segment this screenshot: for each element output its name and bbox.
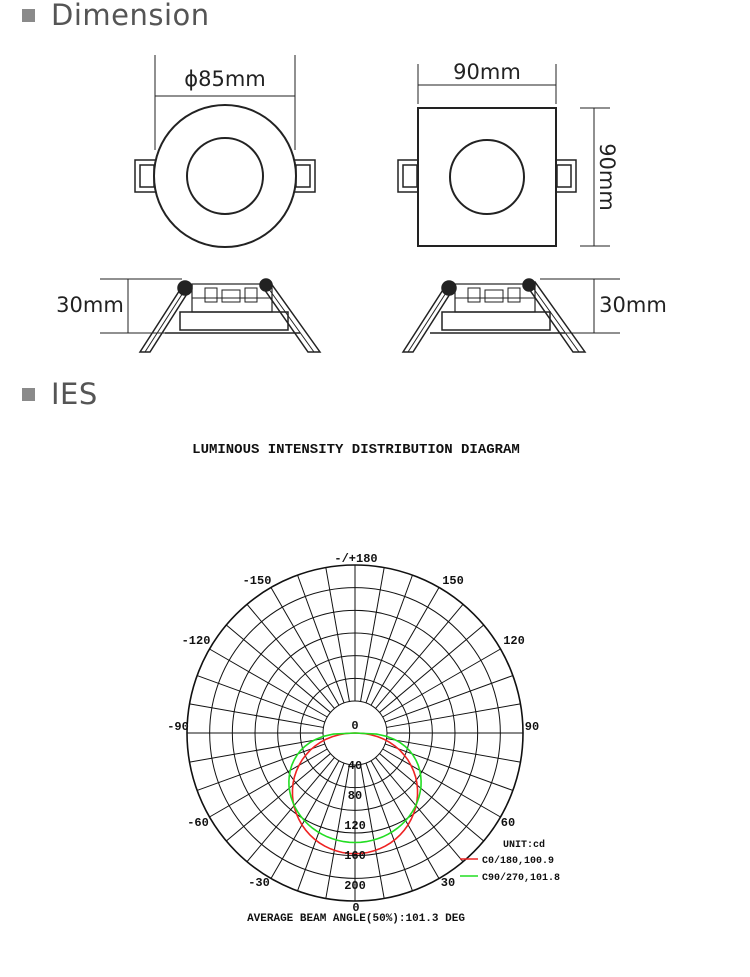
grid-spoke: [382, 748, 501, 818]
grid-spoke: [325, 567, 350, 702]
grid-spoke: [225, 753, 331, 842]
square-top-view: [397, 64, 610, 247]
grid-spoke: [379, 624, 485, 713]
radial-label: 120: [344, 819, 366, 833]
grid-spoke: [209, 648, 328, 718]
grid-spoke: [325, 764, 350, 899]
grid-spoke: [360, 764, 385, 899]
intensity-curve: [291, 732, 419, 855]
grid-spoke: [225, 624, 331, 713]
diagram-title: LUMINOUS INTENSITY DISTRIBUTION DIAGRAM: [192, 442, 520, 458]
polar-grid: [186, 564, 524, 902]
angle-label-90: 90: [525, 720, 539, 734]
radial-label: 0: [351, 719, 358, 733]
grid-spoke: [384, 743, 514, 791]
round-height-label: 30mm: [56, 293, 124, 317]
legend-label-c90: C90/270,101.8: [482, 872, 560, 884]
square-depth-label: 30mm: [599, 293, 667, 317]
grid-spoke: [246, 603, 335, 709]
angle-label-neg120: -120: [182, 634, 211, 648]
dimension-title: Dimension: [51, 0, 210, 32]
grid-spoke: [270, 587, 340, 706]
intensity-curves: [288, 732, 422, 855]
grid-spoke: [384, 675, 514, 723]
grid-spoke: [365, 574, 413, 704]
ies-title: IES: [51, 377, 98, 411]
grid-spoke: [379, 753, 485, 842]
grid-spoke: [365, 762, 413, 892]
angle-label-60: 60: [501, 816, 515, 830]
square-width-label: 90mm: [453, 60, 521, 84]
grid-spoke: [209, 748, 328, 818]
grid-spoke: [375, 603, 464, 709]
dimension-heading: Dimension: [22, 0, 210, 32]
grid-spoke: [386, 703, 521, 728]
angle-label-30: 30: [441, 876, 455, 890]
round-diameter-label: ϕ85mm: [184, 67, 266, 91]
square-height-label: 90mm: [595, 143, 619, 211]
angle-label-0: 0: [352, 901, 359, 915]
radial-label: 40: [348, 759, 362, 773]
legend-label-c0: C0/180,100.9: [482, 855, 554, 867]
grid-spoke: [196, 675, 326, 723]
ies-heading: IES: [22, 377, 98, 411]
radial-label: 160: [344, 849, 366, 863]
grid-spoke: [386, 738, 521, 763]
grid-spoke: [297, 762, 345, 892]
dimension-drawings: ϕ85mm 90mm 90mm 30mm 30mm: [56, 55, 667, 353]
grid-spoke: [297, 574, 345, 704]
angle-label-180: -/+180: [334, 552, 377, 566]
radial-label: 200: [344, 879, 366, 893]
grid-spoke: [370, 760, 440, 879]
angle-label-neg30: -30: [248, 876, 270, 890]
angle-label-150: 150: [442, 574, 464, 588]
grid-spoke: [370, 587, 440, 706]
grid-spoke: [189, 703, 324, 728]
grid-spoke: [360, 567, 385, 702]
round-top-view: [134, 55, 316, 248]
angle-label-neg60: -60: [187, 816, 209, 830]
angle-label-neg150: -150: [243, 574, 272, 588]
square-bullet-icon: [22, 8, 35, 22]
grid-spoke: [375, 757, 464, 863]
radial-labels: 0 40 80 120 160 200: [344, 719, 366, 893]
square-side-view: [401, 278, 620, 353]
grid-spoke: [196, 743, 326, 791]
grid-spoke: [382, 648, 501, 718]
beam-angle-label: AVERAGE BEAM ANGLE(50%):101.3 DEG: [247, 913, 465, 925]
intensity-curve: [288, 732, 422, 844]
grid-spoke: [270, 760, 340, 879]
grid-spoke: [189, 738, 324, 763]
ies-polar-diagram: LUMINOUS INTENSITY DISTRIBUTION DIAGRAM …: [167, 442, 560, 925]
angle-label-neg90: -90: [167, 720, 189, 734]
radial-label: 80: [348, 789, 362, 803]
angle-label-120: 120: [503, 634, 525, 648]
unit-label: UNIT:cd: [503, 839, 545, 851]
square-bullet-icon: [22, 387, 35, 401]
round-side-view: [100, 278, 322, 353]
grid-spoke: [246, 757, 335, 863]
